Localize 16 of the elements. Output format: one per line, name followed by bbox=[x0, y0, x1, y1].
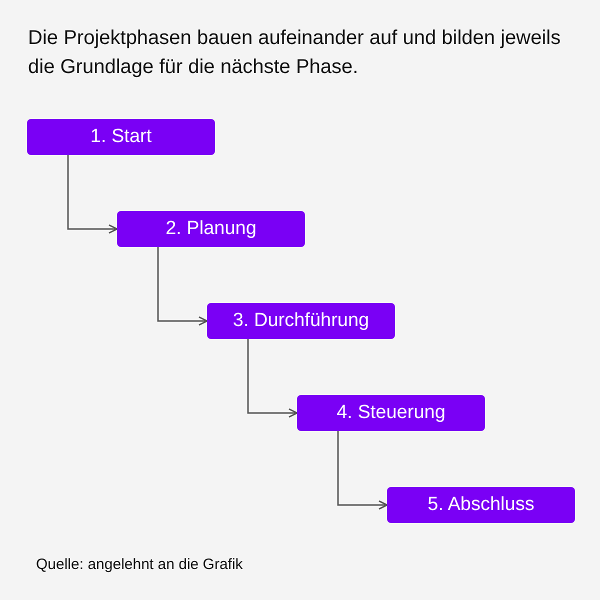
phase-box bbox=[117, 211, 305, 247]
phase-label: 3. Durchführung bbox=[232, 310, 370, 332]
arrow bbox=[67, 155, 118, 234]
arrow bbox=[247, 339, 298, 418]
phase-box bbox=[27, 119, 215, 155]
phase-label: 5. Abschluss bbox=[428, 494, 534, 516]
phase-box bbox=[297, 395, 485, 431]
phase-box bbox=[387, 487, 575, 523]
phase-label: 2. Planung bbox=[166, 218, 256, 240]
phase-label: 4. Steuerung bbox=[336, 402, 446, 424]
arrow bbox=[157, 247, 208, 326]
phase-box bbox=[207, 303, 395, 339]
heading: Die Projektphasen bauen aufeinander auf und bilden jeweils die Grundlage für die nächste Phase. bbox=[28, 26, 562, 80]
phase-label: 1. Start bbox=[90, 126, 152, 148]
arrow bbox=[337, 431, 388, 510]
source-note: Quelle: angelehnt an die Grafik bbox=[36, 556, 243, 573]
